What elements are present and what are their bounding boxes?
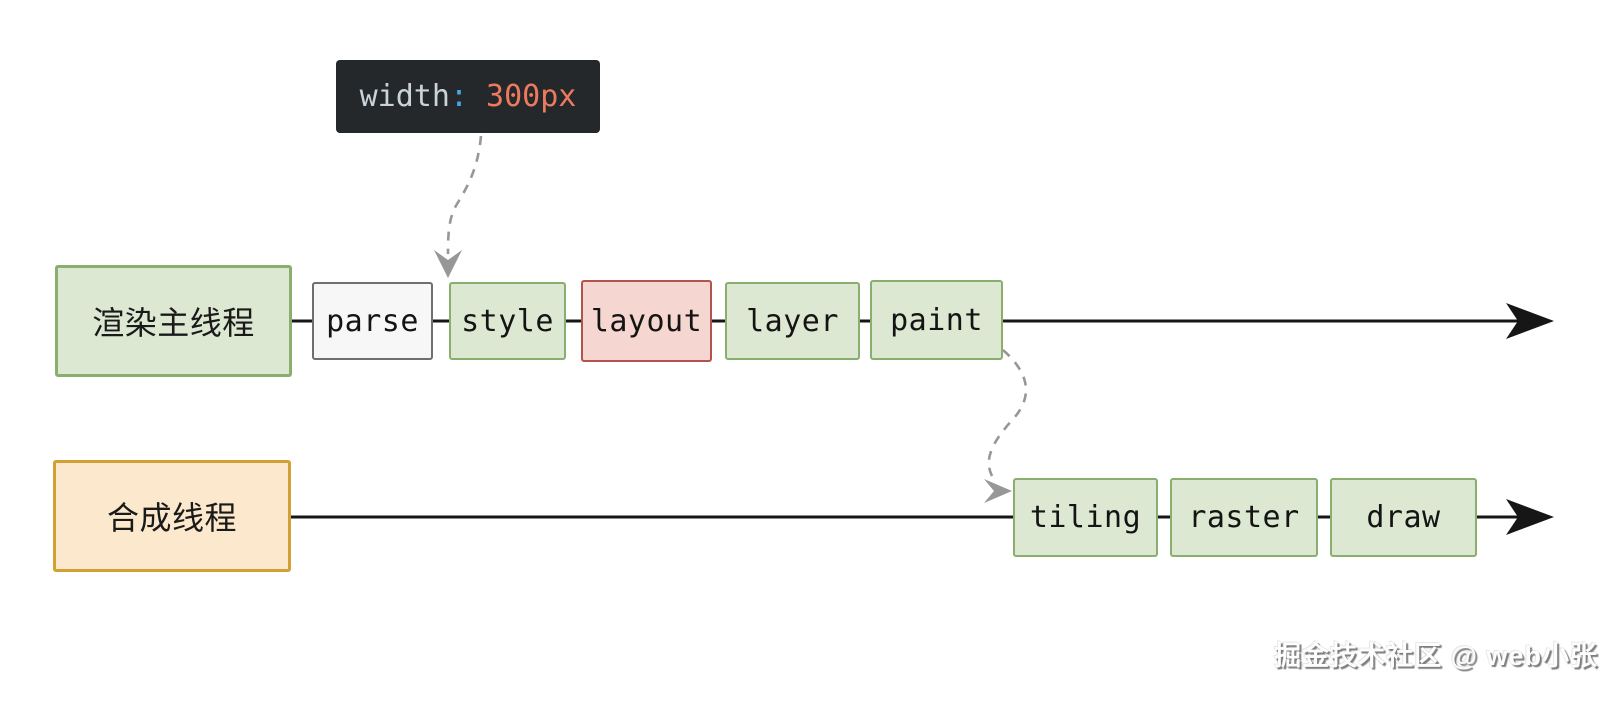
compositor-thread-lane-label: 合成线程 xyxy=(53,460,291,572)
step-box-draw: draw xyxy=(1330,478,1477,557)
step-box-layout: layout xyxy=(581,280,712,362)
css-property-text: width xyxy=(359,79,450,114)
css-value-text: 300px xyxy=(468,79,577,114)
step-box-style: style xyxy=(449,282,566,360)
step-box-paint: paint xyxy=(870,280,1003,360)
css-colon-text: : xyxy=(449,79,468,114)
step-box-layer: layer xyxy=(725,282,860,360)
css-rule-tooltip: width: 300px xyxy=(336,60,600,133)
step-box-tiling: tiling xyxy=(1013,478,1158,557)
step-box-raster: raster xyxy=(1170,478,1318,557)
dashed-arrow-css-to-style xyxy=(434,135,483,278)
main-thread-lane-label: 渲染主线程 xyxy=(55,265,292,377)
watermark-text: 掘金技术社区 @ web小张 xyxy=(1274,641,1598,671)
step-box-parse: parse xyxy=(312,282,433,360)
dashed-arrow-paint-to-tiling xyxy=(984,349,1028,503)
